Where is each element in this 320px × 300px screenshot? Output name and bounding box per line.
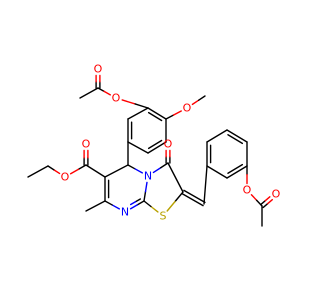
- double-bond: [129, 201, 137, 206]
- single-bond: [79, 87, 99, 99]
- double-bond: [129, 204, 139, 210]
- atom-label-layer: O O O O O O O O N N S: [61, 63, 281, 223]
- double-bond: [227, 163, 244, 174]
- oxygen-atom-label: O: [272, 188, 281, 201]
- single-bond: [250, 194, 258, 202]
- molecule-structure-diagram: O O O O O O O O N N S: [27, 62, 281, 227]
- single-bond: [47, 165, 55, 171]
- single-bond: [85, 164, 106, 178]
- single-bond: [206, 165, 228, 179]
- bond-layer: [27, 74, 273, 227]
- single-bond: [104, 200, 113, 206]
- double-bond: [264, 196, 271, 202]
- double-bond: [147, 141, 167, 154]
- single-bond: [127, 164, 136, 170]
- single-bond: [104, 164, 129, 178]
- double-bond: [226, 129, 248, 143]
- nitrogen-atom-label: N: [121, 206, 129, 219]
- single-bond: [144, 181, 148, 193]
- single-bond: [152, 167, 162, 174]
- single-bond: [127, 107, 149, 120]
- single-bond: [97, 87, 105, 93]
- single-bond: [191, 99, 200, 106]
- double-bond: [147, 111, 163, 122]
- single-bond: [143, 200, 152, 208]
- sulfur-atom-label: S: [160, 210, 167, 223]
- oxygen-atom-label: O: [94, 63, 103, 76]
- double-bond: [147, 107, 167, 120]
- single-bond: [85, 200, 106, 212]
- oxygen-atom-label: O: [164, 138, 173, 151]
- single-bond: [172, 110, 182, 116]
- single-bond: [206, 129, 228, 143]
- double-bond: [147, 139, 163, 150]
- single-bond: [134, 168, 144, 174]
- single-bond: [197, 95, 206, 101]
- single-bond: [160, 162, 169, 169]
- single-bond: [111, 204, 121, 210]
- oxygen-atom-label: O: [61, 171, 70, 184]
- single-bond: [127, 141, 149, 154]
- single-bond: [167, 162, 184, 193]
- double-bond: [262, 202, 269, 209]
- single-bond: [256, 199, 263, 207]
- oxygen-atom-label: O: [112, 92, 121, 105]
- double-bond: [134, 198, 142, 203]
- double-bond: [227, 134, 244, 145]
- single-bond: [69, 168, 80, 175]
- single-bond: [77, 164, 87, 171]
- single-bond: [165, 114, 175, 120]
- single-bond: [150, 205, 159, 213]
- double-bond: [267, 198, 273, 205]
- single-bond: [143, 191, 147, 202]
- double-bond: [183, 189, 206, 204]
- double-bond: [260, 199, 266, 206]
- single-bond: [203, 165, 208, 205]
- oxygen-atom-label: O: [183, 102, 192, 115]
- single-bond: [53, 169, 61, 175]
- single-bond: [103, 90, 112, 96]
- single-bond: [134, 103, 149, 109]
- single-bond: [121, 99, 136, 105]
- double-bond: [226, 165, 248, 179]
- double-bond: [136, 200, 145, 206]
- single-bond: [166, 200, 176, 212]
- single-bond: [27, 165, 49, 178]
- oxygen-atom-label: O: [243, 184, 252, 197]
- nitrogen-atom-label: N: [144, 170, 152, 183]
- double-bond: [181, 192, 204, 207]
- oxygen-atom-label: O: [82, 138, 91, 151]
